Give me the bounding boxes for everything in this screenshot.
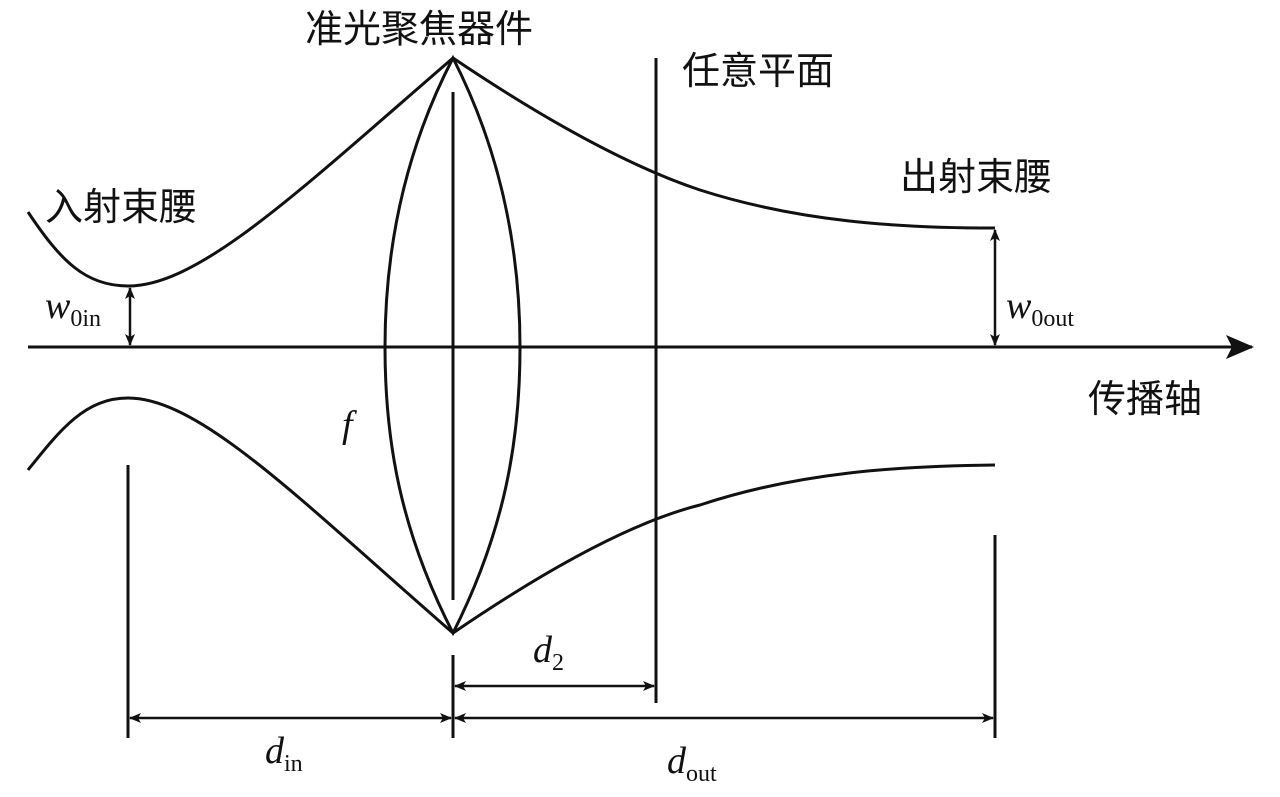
beam-lower-envelope	[26, 396, 996, 635]
w0out-label: w0out	[1006, 285, 1074, 332]
focal-length-label: f	[342, 404, 357, 446]
axis-label: 传播轴	[1088, 377, 1202, 421]
lens-shape	[383, 54, 522, 637]
dout-label: dout	[667, 740, 717, 787]
d2-label: d2	[533, 629, 564, 676]
waist-in-label: 入射束腰	[45, 185, 197, 229]
w0in-label: w0in	[45, 285, 101, 332]
waist-out-label: 出射束腰	[900, 155, 1052, 199]
din-label: din	[265, 730, 303, 777]
plane-label: 任意平面	[682, 49, 834, 93]
beam-upper-envelope	[26, 56, 996, 288]
lens-label: 准光聚焦器件	[305, 7, 533, 51]
